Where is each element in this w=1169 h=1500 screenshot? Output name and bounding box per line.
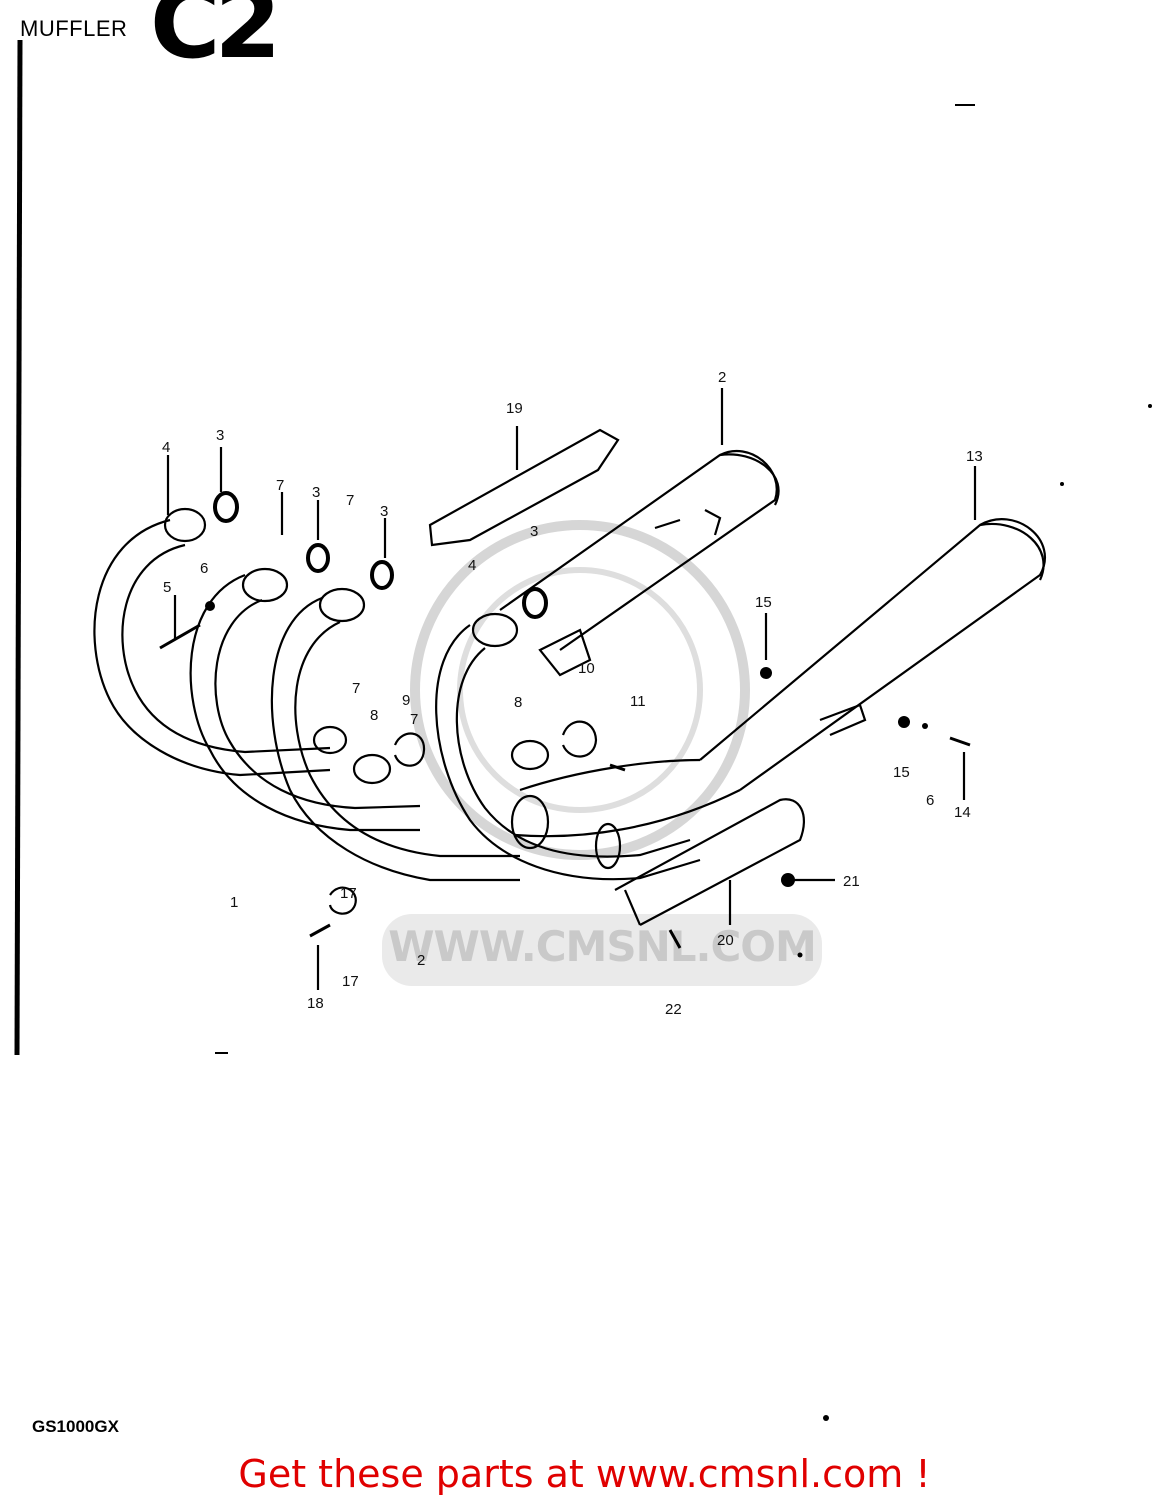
callout-15: 15 [893,764,910,781]
callout-7: 7 [410,711,418,728]
watermark-badge [382,914,822,986]
section-code: C2 [150,0,281,80]
callout-9: 9 [402,692,410,709]
callout-11: 11 [630,693,646,710]
exhaust-parts [93,388,1047,990]
callout-19: 19 [506,400,523,417]
callout-20: 20 [717,932,734,949]
watermark-text: WWW.CMSNL.COM [388,922,817,971]
callout-21: 21 [843,873,860,890]
callout-22: 22 [665,1001,682,1018]
callout-3: 3 [216,427,224,444]
callout-7: 7 [276,477,284,494]
header-pipe-1 [93,518,331,777]
callout-17: 17 [340,885,357,902]
callout-3: 3 [312,484,320,501]
callout-17: 17 [342,973,359,990]
callout-10: 10 [578,660,595,677]
callout-4: 4 [162,439,170,456]
callout-8: 8 [370,707,378,724]
callout-3: 3 [380,503,388,520]
callout-7: 7 [352,680,360,697]
callout-2: 2 [718,369,726,386]
cta-link[interactable]: Get these parts at www.cmsnl.com ! [238,1452,931,1496]
callout-7: 7 [346,492,354,509]
callout-5: 5 [163,579,171,596]
callout-14: 14 [954,804,971,821]
callout-15: 15 [755,594,772,611]
callout-6: 6 [200,560,208,577]
diagram-title: MUFFLER [20,16,128,41]
watermark-emblem [410,520,750,860]
callout-2: 2 [417,952,425,969]
callout-18: 18 [307,995,324,1012]
callout-1: 1 [230,894,238,911]
callout-4: 4 [468,557,476,574]
frame-line [14,39,23,1056]
callout-3: 3 [530,523,538,540]
model-code: GS1000GX [32,1417,119,1436]
callout-6: 6 [926,792,934,809]
callout-13: 13 [966,448,983,465]
callout-8: 8 [514,694,522,711]
